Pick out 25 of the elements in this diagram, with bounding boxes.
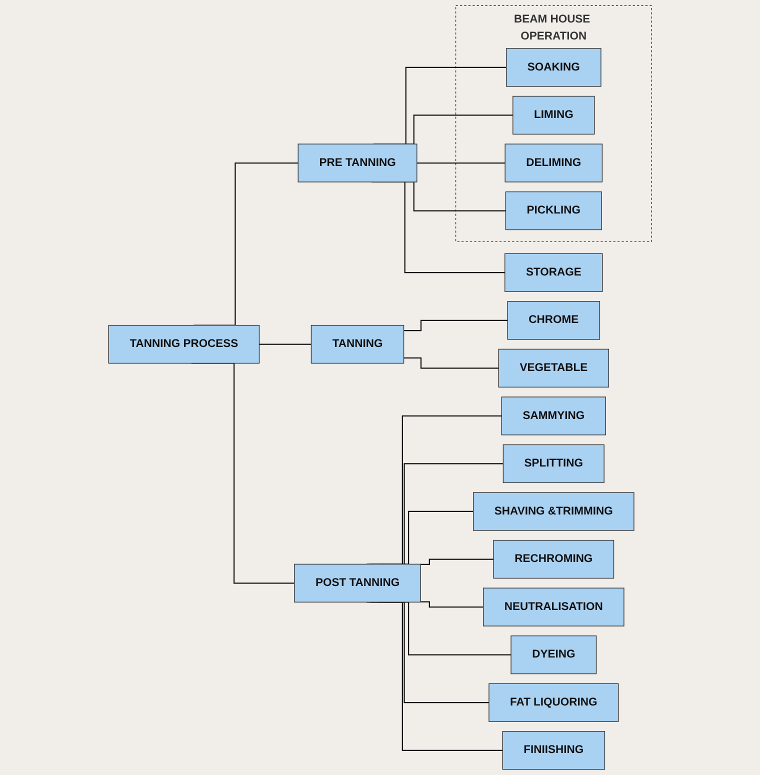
connector <box>404 320 508 332</box>
connector <box>416 162 505 164</box>
node-box: FINIISHING <box>502 731 605 770</box>
node-box: SOAKING <box>506 48 602 87</box>
node-box: PICKLING <box>505 191 602 230</box>
node-box: TANNING PROCESS <box>108 324 260 364</box>
node-box: TANNING <box>310 324 404 364</box>
node-box: VEGETABLE <box>498 348 609 388</box>
node-box: RECHROMING <box>493 540 614 579</box>
node-box: DYEING <box>510 636 597 674</box>
connector <box>420 558 494 566</box>
connector <box>404 357 499 369</box>
node-box: SAMMYING <box>501 396 606 436</box>
node-box: POST TANNING <box>294 564 421 602</box>
node-box: DELIMING <box>504 144 602 182</box>
node-box: FAT LIQUORING <box>488 683 619 722</box>
connector <box>259 344 312 345</box>
node-box: SPLITTING <box>502 444 604 484</box>
node-box: LIMING <box>512 96 595 135</box>
node-box: SHAVING &TRIMMING <box>472 492 634 531</box>
node-box: CHROME <box>507 301 600 340</box>
node-box: NEUTRALISATION <box>482 588 624 626</box>
node-box: STORAGE <box>504 253 603 292</box>
connector <box>420 601 484 608</box>
node-box: PRE TANNING <box>298 144 418 182</box>
